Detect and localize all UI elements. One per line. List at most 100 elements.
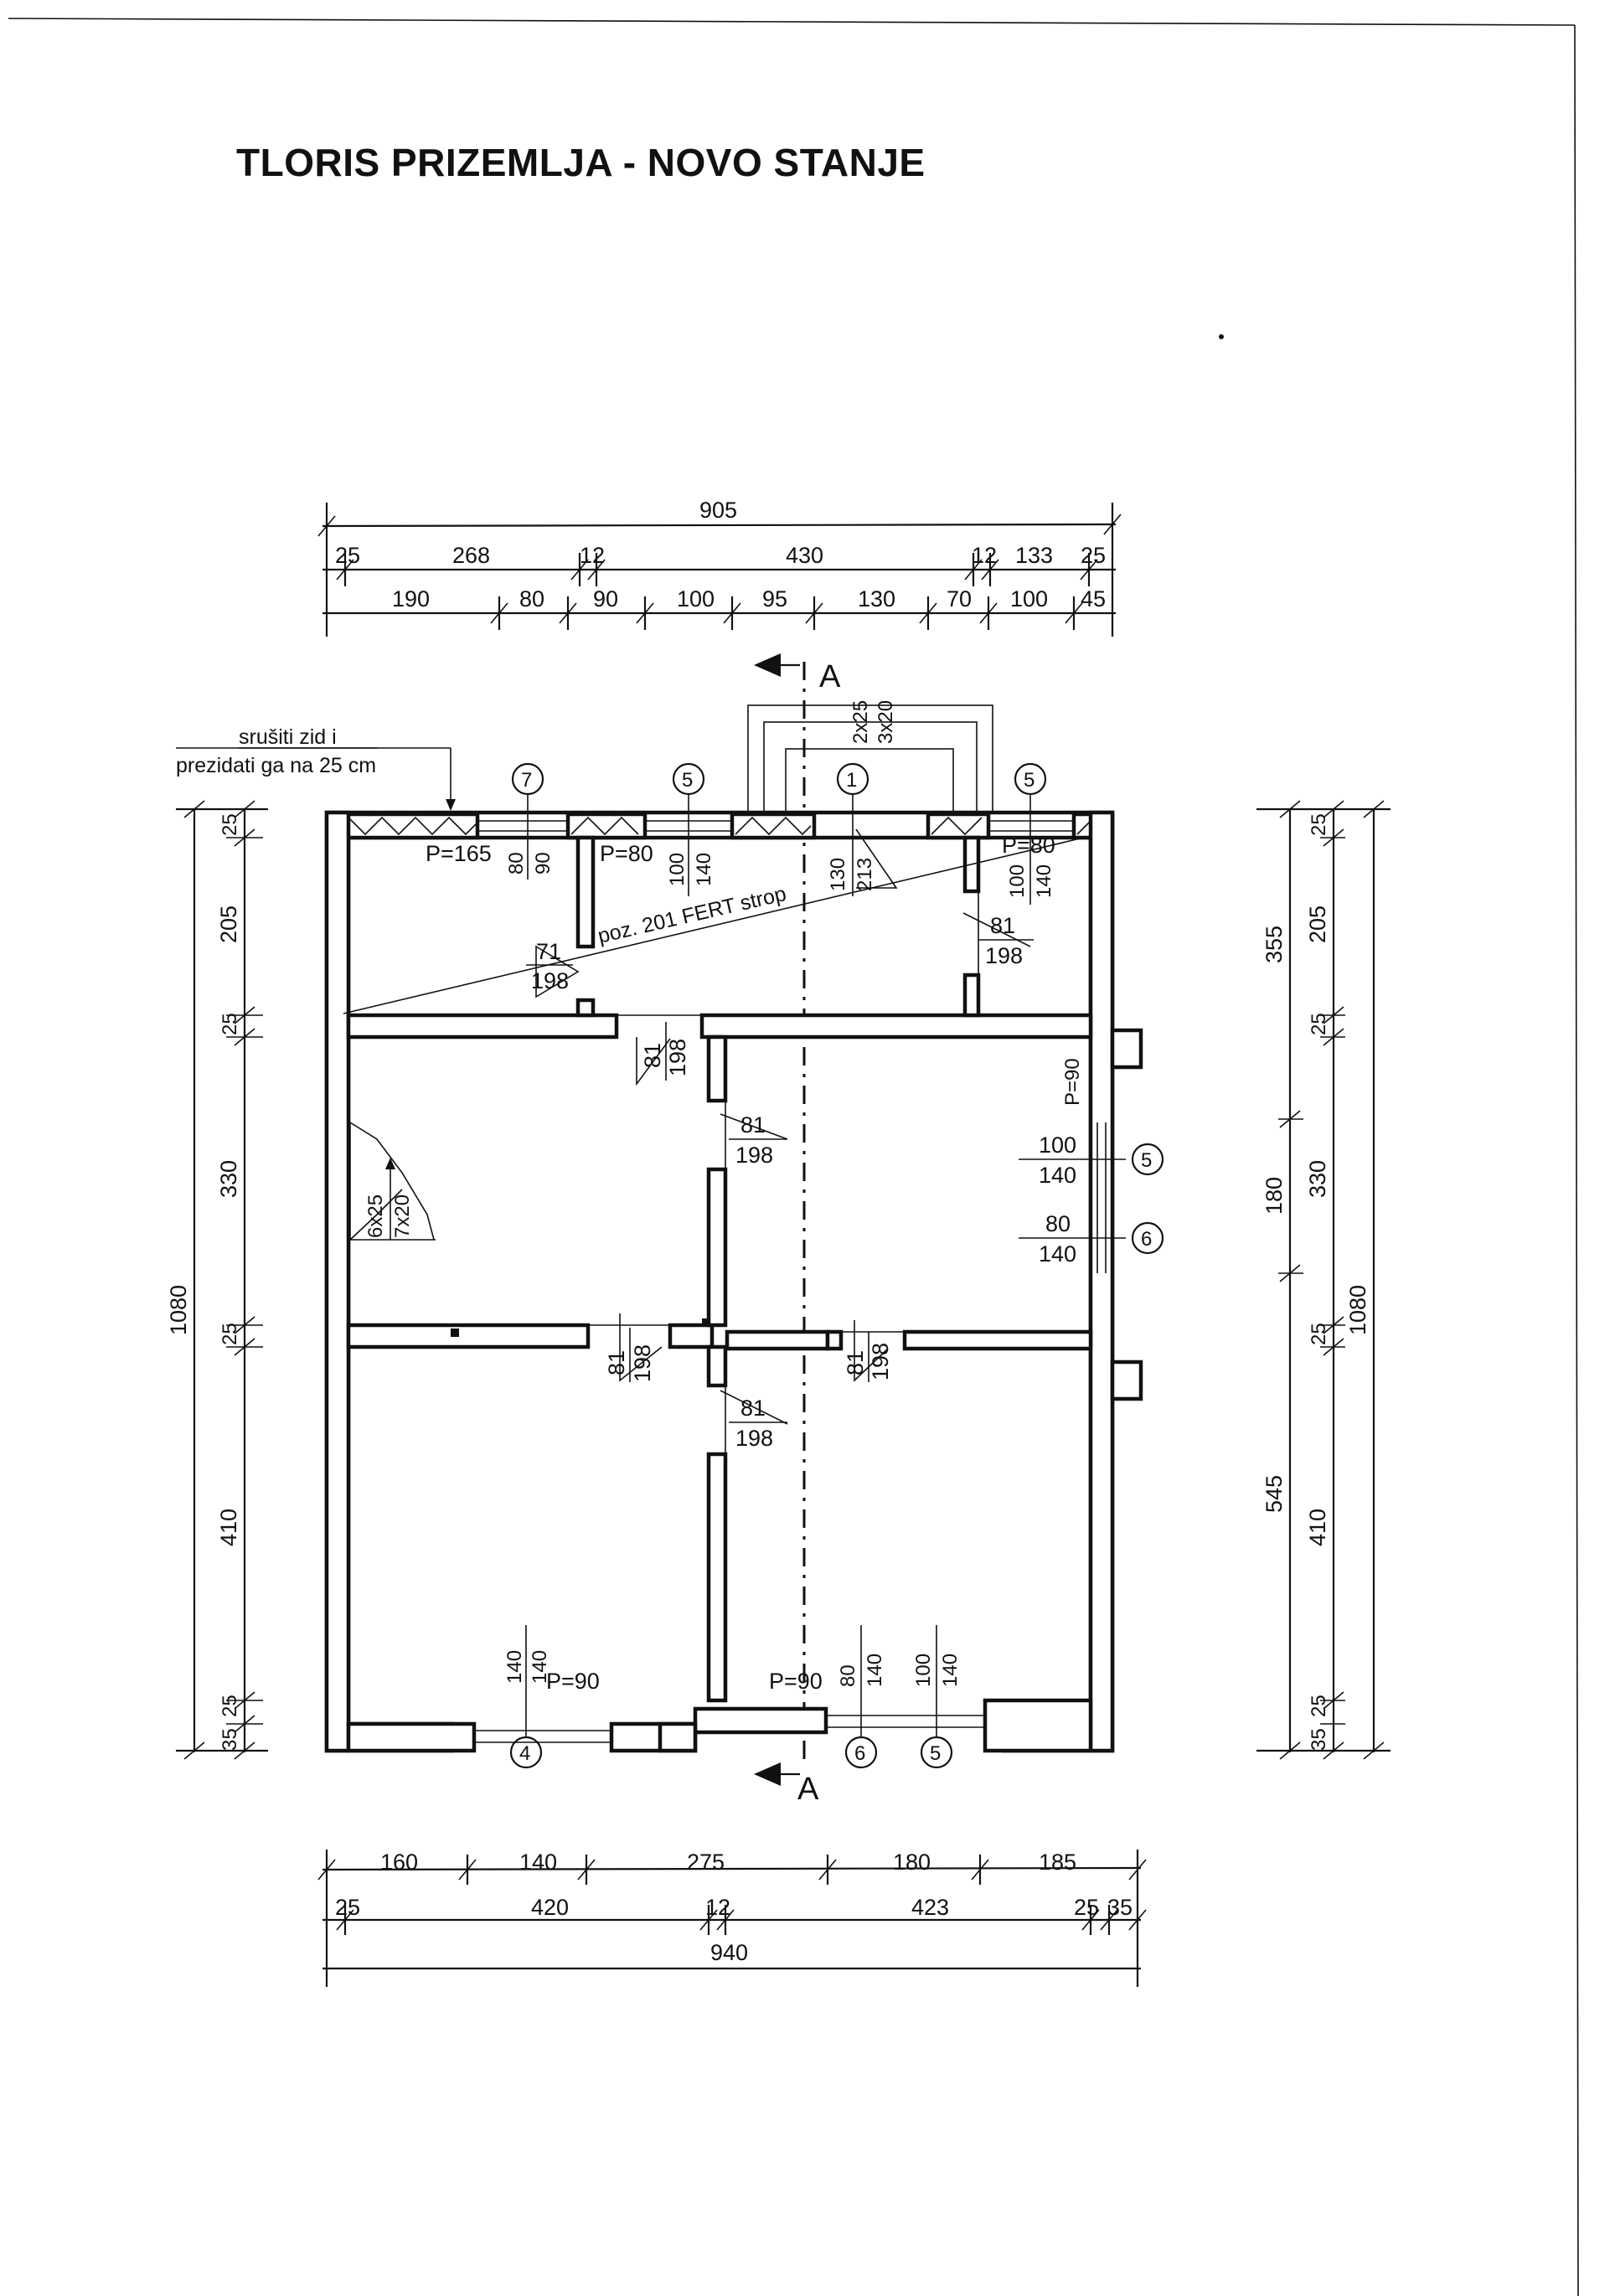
top-dim-row3: 130	[858, 586, 895, 611]
top-dim-row2: 430	[786, 543, 823, 568]
opening-width: 80	[837, 1664, 859, 1687]
floor-marker	[451, 1329, 459, 1337]
right-dim-inner: 25	[1308, 1013, 1330, 1035]
top-dim-row2: 25	[335, 543, 360, 568]
opening-sill: P=90	[769, 1669, 823, 1694]
left-dim-part: 205	[216, 906, 241, 943]
bottom-dim-row1: 275	[687, 1850, 725, 1875]
right-dim-outer: 355	[1262, 926, 1287, 963]
left-dim-total: 1080	[166, 1285, 191, 1335]
top-dim-row2: 268	[452, 543, 490, 568]
stairs: 6x25 7x20	[349, 1122, 436, 1241]
opening-labels: 7 P=165 80 90 5 P=80 100 140 1 130 213 5…	[426, 762, 1164, 1769]
opening-height: 90	[532, 852, 555, 875]
opening-height: 140	[1033, 864, 1055, 898]
left-dimension-chain: 1080 25 205 25 330 25 410 35 25	[166, 800, 268, 1760]
stairs-a: 6x25	[364, 1194, 387, 1238]
bottom-dim-row2: 35	[1107, 1895, 1133, 1920]
opening-height: 140	[693, 853, 715, 886]
floor-marker	[702, 1318, 710, 1327]
opening-height: 140	[529, 1650, 551, 1684]
door-w: 81	[843, 1350, 868, 1375]
opening-sill: P=90	[1061, 1058, 1084, 1106]
door-h: 198	[665, 1039, 690, 1076]
stairs-b: 7x20	[391, 1194, 414, 1238]
stray-dot	[1219, 334, 1224, 339]
walls	[324, 810, 1143, 1753]
top-dim-row3: 100	[1010, 586, 1048, 611]
top-dim-row3: 80	[519, 586, 544, 611]
opening-marker	[1131, 1221, 1164, 1255]
top-dim-row3: 100	[677, 586, 715, 611]
section-mark-top: A	[819, 659, 841, 694]
opening-number: 5	[930, 1742, 941, 1765]
note-line-1: srušiti zid i	[239, 725, 337, 749]
bottom-dim-row2: 25	[1074, 1895, 1099, 1920]
opening-height: 140	[1039, 1163, 1076, 1188]
opening-sill: P=90	[546, 1669, 600, 1694]
note-line-2: prezidati ga na 25 cm	[176, 754, 376, 777]
chimney-b: 3x20	[875, 700, 897, 744]
door-h: 198	[531, 968, 569, 993]
door-h: 198	[985, 943, 1023, 968]
doors	[535, 891, 1031, 1454]
top-dim-row2: 12	[972, 543, 997, 568]
left-dim-part: 25	[219, 1013, 241, 1035]
right-dim-inner: 25	[1308, 1323, 1330, 1345]
opening-number: 5	[1024, 769, 1035, 792]
bottom-dim-row1: 140	[519, 1850, 557, 1875]
left-dim-part: 25	[219, 813, 241, 836]
right-dim-inner: 25	[1308, 813, 1330, 836]
chimney: 2x25 3x20	[747, 700, 993, 815]
top-dim-row3: 95	[762, 586, 787, 611]
door-h: 198	[868, 1343, 893, 1380]
opening-height: 140	[1039, 1241, 1076, 1267]
bottom-dim-row2: 25	[335, 1895, 360, 1920]
top-dimension-chain: 905 25 268 12 430 12 133 25 190 80 90 10…	[317, 498, 1122, 637]
bottom-dim-row1: 180	[893, 1850, 931, 1875]
left-dim-part: 25	[219, 1323, 241, 1345]
section-mark-bottom: A	[797, 1772, 819, 1807]
bottom-dim-row1: 160	[380, 1850, 418, 1875]
door-h: 198	[630, 1344, 655, 1382]
door-w: 81	[740, 1396, 766, 1421]
bottom-dim-row1: 185	[1039, 1850, 1076, 1875]
door-w: 81	[640, 1043, 665, 1068]
opening-number: 4	[519, 1742, 530, 1765]
top-dim-row2: 133	[1015, 543, 1053, 568]
opening-width: 140	[503, 1650, 526, 1684]
right-dim-inner: 410	[1305, 1509, 1330, 1546]
opening-sill: P=80	[1002, 833, 1055, 858]
bottom-dim-row2: 12	[705, 1895, 730, 1920]
bottom-dimension-chain: 160 140 275 180 185 25 420 12 423 25 35 …	[317, 1850, 1147, 1987]
opening-number: 7	[521, 769, 532, 792]
right-dim-inner: 25	[1308, 1695, 1330, 1717]
door-labels: 71 198 81 198 81 198 81 198 81 198 81 19…	[526, 913, 1034, 1451]
opening-marker	[1131, 1143, 1164, 1176]
top-dim-row3: 90	[593, 586, 618, 611]
opening-number: 6	[1141, 1228, 1152, 1251]
bottom-dim-row2: 420	[531, 1895, 569, 1920]
opening-width: 80	[505, 852, 528, 875]
door-w: 81	[604, 1350, 629, 1375]
door-w: 71	[536, 939, 561, 964]
top-dim-row3: 190	[392, 586, 430, 611]
top-dim-total: 905	[699, 498, 737, 523]
opening-height: 140	[939, 1654, 962, 1687]
bottom-dim-row2: 423	[911, 1895, 949, 1920]
top-dim-row3: 45	[1081, 586, 1106, 611]
top-dim-row2: 25	[1081, 543, 1106, 568]
opening-width: 130	[827, 858, 849, 891]
opening-width: 100	[912, 1654, 935, 1687]
right-dimension-chain: 355 180 545 25 205 25 330 25 410 35 25 1…	[1256, 800, 1391, 1760]
opening-sill: P=165	[426, 841, 492, 866]
section-line-a: A A	[754, 653, 841, 1807]
opening-height: 140	[864, 1654, 886, 1687]
left-dim-part: 410	[216, 1509, 241, 1546]
opening-height: 213	[854, 858, 876, 891]
demolition-note: srušiti zid i prezidati ga na 25 cm	[176, 725, 456, 811]
top-dim-row3: 70	[947, 586, 972, 611]
opening-width: 80	[1045, 1211, 1071, 1236]
right-dim-inner: 330	[1305, 1160, 1330, 1198]
